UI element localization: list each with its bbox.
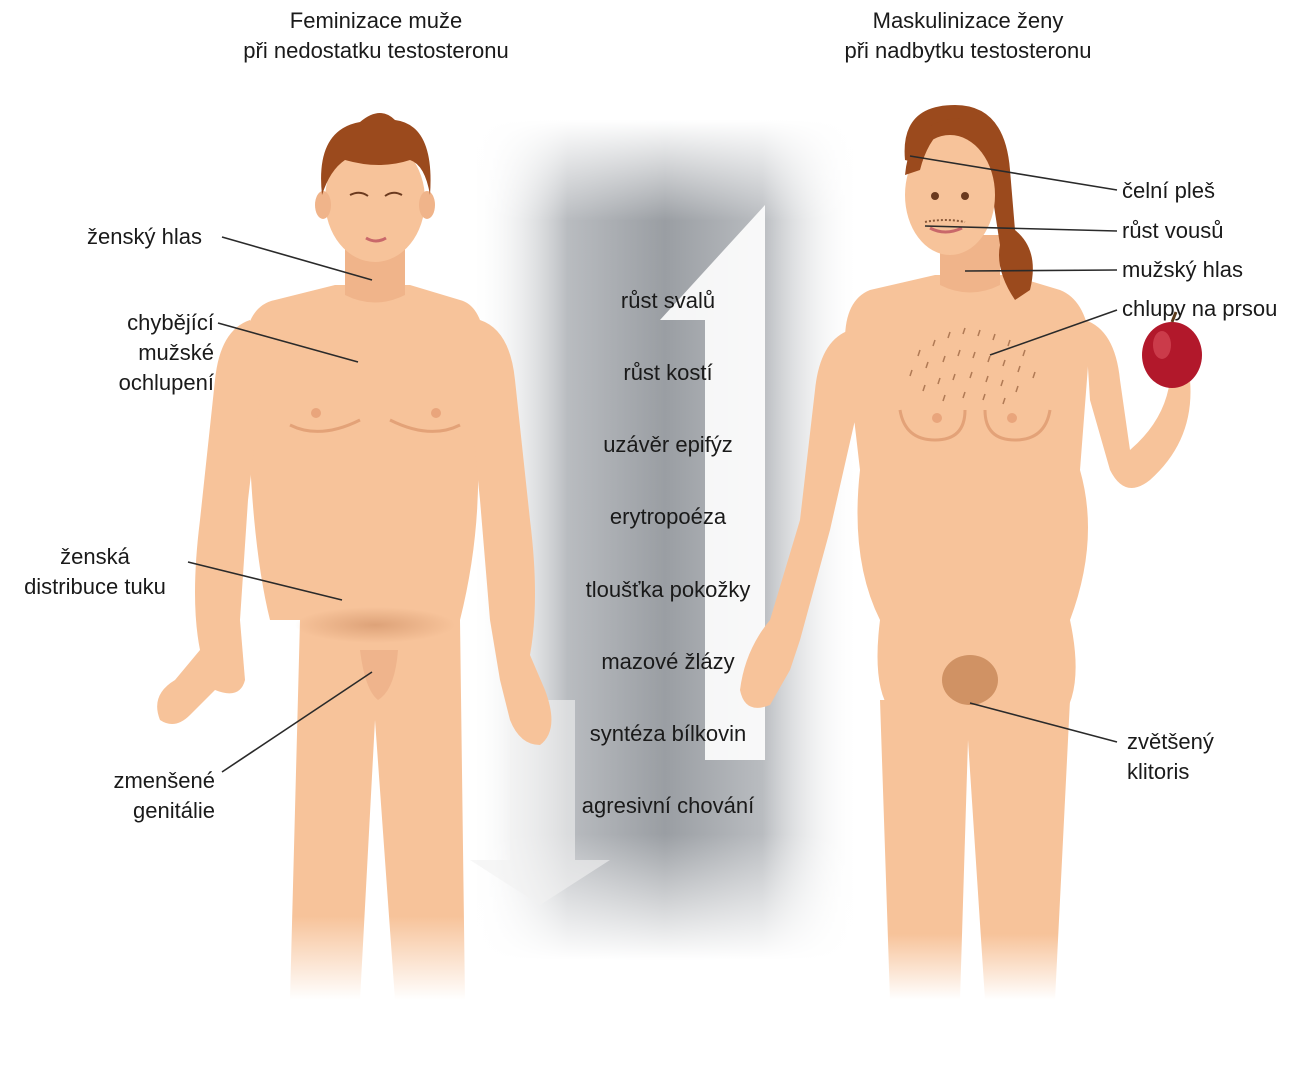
label-fat-distribution: ženská distribuce tuku: [0, 542, 190, 602]
label-beard: růst vousů: [1122, 216, 1224, 246]
title-right: Maskulinizace ženy při nadbytku testoste…: [808, 6, 1128, 66]
title-left-line1: Feminizace muže: [216, 6, 536, 36]
effect-protein: syntéza bílkovin: [538, 719, 798, 749]
label-missing-hair-line1: chybějící: [20, 308, 214, 338]
label-fat-distribution-line2: distribuce tuku: [0, 572, 190, 602]
label-clitoris-line1: zvětšený: [1127, 727, 1214, 757]
label-small-genitals: zmenšené genitálie: [20, 766, 215, 826]
effect-aggression: agresivní chování: [538, 791, 798, 821]
label-fat-distribution-line1: ženská: [0, 542, 190, 572]
effect-bone: růst kostí: [538, 358, 798, 388]
pubic-hair: [942, 655, 998, 705]
effect-skin: tloušťka pokožky: [538, 575, 798, 605]
label-baldness: čelní pleš: [1122, 176, 1215, 206]
label-clitoris: zvětšený klitoris: [1127, 727, 1214, 787]
effect-muscle: růst svalů: [538, 286, 798, 316]
label-small-genitals-line2: genitálie: [20, 796, 215, 826]
title-right-line2: při nadbytku testosteronu: [808, 36, 1128, 66]
label-chest-hair: chlupy na prsou: [1122, 294, 1277, 324]
label-missing-hair-line3: ochlupení: [20, 368, 214, 398]
label-female-voice: ženský hlas: [20, 222, 202, 252]
effect-epiphysis: uzávěr epifýz: [538, 430, 798, 460]
title-left: Feminizace muže při nedostatku testoster…: [216, 6, 536, 66]
label-clitoris-line2: klitoris: [1127, 757, 1214, 787]
label-missing-hair: chybějící mužské ochlupení: [20, 308, 214, 398]
label-male-voice: mužský hlas: [1122, 255, 1243, 285]
label-small-genitals-line1: zmenšené: [20, 766, 215, 796]
effect-sebaceous: mazové žlázy: [538, 647, 798, 677]
title-left-line2: při nedostatku testosteronu: [216, 36, 536, 66]
title-right-line1: Maskulinizace ženy: [808, 6, 1128, 36]
effect-erythropoiesis: erytropoéza: [538, 502, 798, 532]
label-missing-hair-line2: mužské: [20, 338, 214, 368]
